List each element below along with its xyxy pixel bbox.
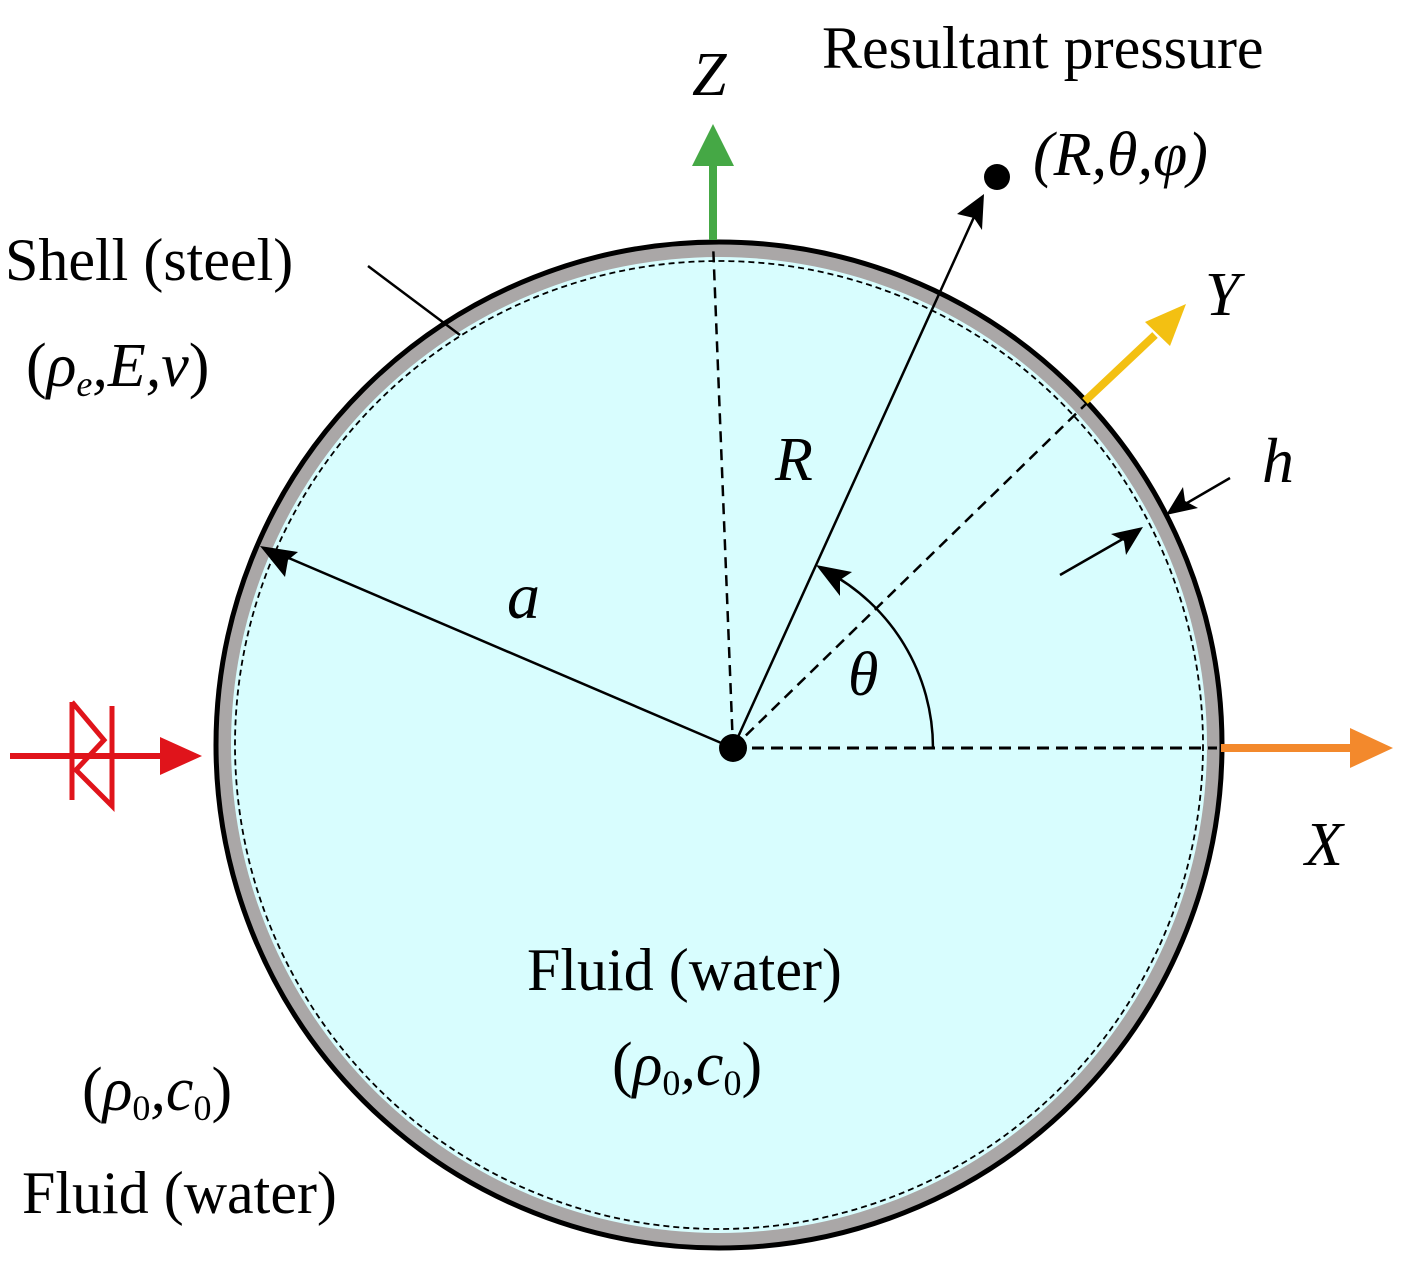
inner-fluid-title: Fluid (water) (527, 937, 842, 1003)
radius-R-arrowhead (957, 194, 984, 230)
resultant-pressure-title: Resultant pressure (822, 15, 1264, 81)
origin-point (719, 734, 747, 762)
radius-a-line (269, 548, 734, 750)
radius-R-label: R (774, 426, 813, 494)
y-axis-arrowhead (1145, 304, 1186, 346)
axis-x-label: X (1302, 811, 1345, 879)
shell-params: (ρe,E,ν) (26, 332, 209, 404)
shell-title: Shell (steel) (5, 227, 293, 293)
theta-arc (825, 569, 935, 749)
thickness-h-label: h (1262, 425, 1294, 496)
shell-leader-line (367, 265, 461, 336)
z-axis-dashed-line (711, 241, 735, 749)
field-point (984, 164, 1010, 190)
z-axis-arrowhead (692, 124, 734, 166)
shell-mid-surface (234, 260, 1204, 1230)
outer-fluid-params: (ρ0,c0) (82, 1056, 232, 1128)
axis-z-label: Z (692, 41, 727, 109)
radius-a-label: a (507, 560, 540, 633)
incident-wave-zigzag (69, 700, 115, 813)
thickness-outer-arrowhead (1166, 487, 1198, 515)
incident-wave-arrowhead (160, 737, 202, 775)
axis-y-label: Y (1205, 261, 1245, 329)
thickness-inner-arrowhead (1111, 527, 1143, 555)
theta-label: θ (848, 641, 878, 709)
x-axis-arrowhead (1350, 728, 1393, 768)
outer-fluid-title: Fluid (water) (22, 1160, 337, 1226)
radius-R-line (731, 205, 981, 749)
resultant-pressure-coords: (R,θ,φ) (1033, 121, 1208, 189)
theta-arrowhead (816, 565, 852, 596)
radius-a-arrowhead (260, 546, 298, 577)
inner-fluid-params: (ρ0,c0) (612, 1031, 762, 1103)
fluid-interior (231, 257, 1207, 1233)
y-axis-dashed-line (732, 402, 1088, 749)
y-axis-arrow-shaft (1082, 332, 1158, 404)
